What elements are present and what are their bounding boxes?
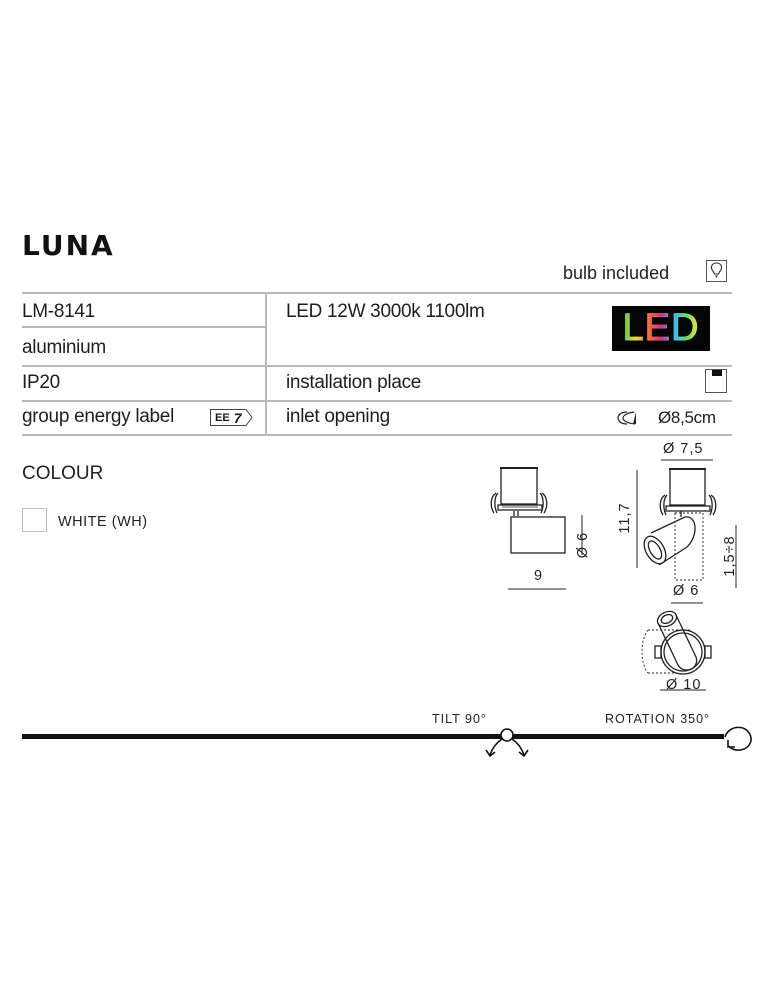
rotation-icon [724, 726, 752, 751]
energy-label-text: group energy label [22, 406, 174, 427]
colour-option-label: WHITE (WH) [58, 514, 148, 530]
product-title: LUNA [22, 229, 115, 262]
led-logo-text: LED [622, 307, 700, 350]
colour-swatch-white[interactable] [22, 508, 47, 532]
inlet-opening-label: inlet opening [286, 406, 390, 427]
energy-badge-prefix: EE [215, 411, 230, 424]
light-source: LED 12W 3000k 1100lm [286, 301, 485, 322]
side-view-drawing [490, 467, 583, 590]
feature-bar [22, 734, 724, 739]
tilt-icon [485, 728, 529, 758]
table-column-divider [265, 292, 267, 436]
product-code: LM-8141 [22, 301, 95, 322]
installation-place-label: installation place [286, 372, 422, 393]
front-view-bottom-diameter: Ø 6 [673, 583, 700, 599]
colour-heading: COLOUR [22, 463, 104, 484]
led-logo: LED [612, 306, 710, 351]
cutout-hole-icon [617, 411, 652, 425]
front-view-height: 11,7 [617, 502, 633, 534]
tilt-label: TILT 90° [432, 712, 487, 726]
top-view-diameter: Ø 10 [666, 677, 702, 693]
energy-badge-value: 7 [233, 409, 242, 426]
front-view-top-diameter: Ø 7,5 [663, 441, 704, 457]
table-row-divider [22, 400, 732, 402]
badge-arrow-icon [243, 409, 254, 426]
energy-badge: EE 7 [210, 409, 254, 426]
material: aluminium [22, 337, 106, 358]
front-view-adjust-range: 1,5÷8 [722, 535, 738, 577]
inlet-opening-value: Ø8,5cm [658, 408, 716, 427]
table-row-divider [22, 365, 732, 367]
table-top-border [22, 292, 732, 294]
table-row-divider [22, 326, 266, 328]
lightbulb-icon [706, 260, 727, 282]
side-view-diameter: Ø 6 [575, 531, 591, 559]
rotation-label: ROTATION 350° [605, 712, 711, 726]
side-view-width: 9 [534, 568, 544, 584]
top-view-drawing [641, 610, 712, 691]
ip-rating: IP20 [22, 372, 60, 393]
table-bottom-border [22, 434, 732, 436]
front-view-drawing [636, 459, 737, 604]
bulb-included-label: bulb included [563, 263, 670, 283]
ceiling-mount-icon [705, 369, 727, 393]
